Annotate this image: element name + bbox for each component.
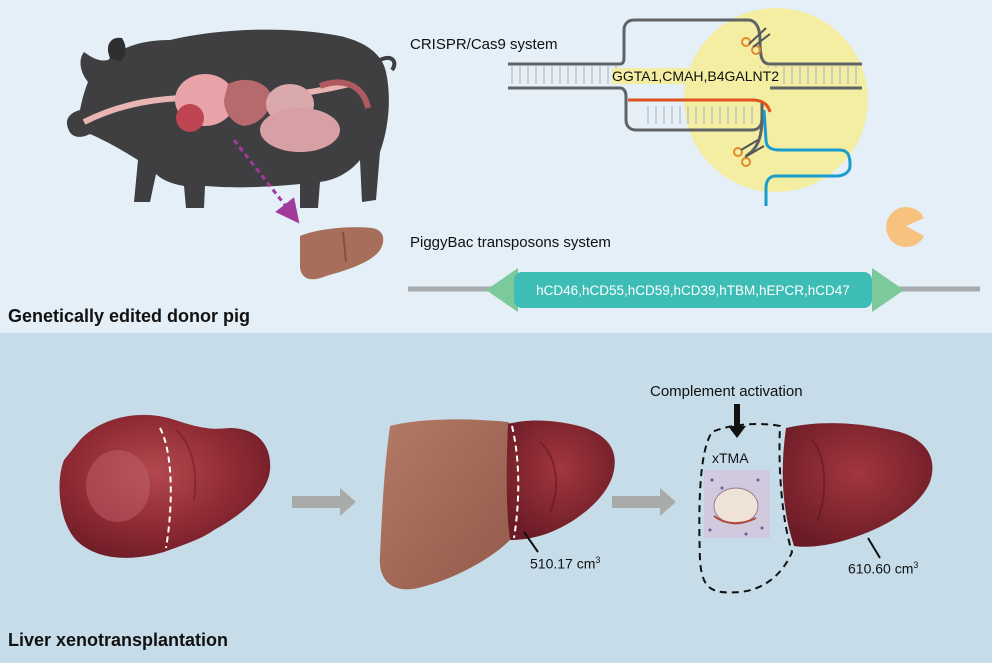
pig-body — [66, 29, 389, 209]
pig-tail — [379, 55, 397, 72]
complement-activation-label: Complement activation — [650, 383, 803, 400]
donor-liver-icon — [300, 227, 384, 280]
right-arrow-terminal — [872, 268, 904, 312]
pig-liver-organ — [224, 79, 271, 126]
knockout-genes-label: GGTA1,CMAH,B4GALNT2 — [612, 68, 780, 84]
piggybac-construct — [408, 268, 980, 312]
pig-heart — [176, 104, 204, 132]
dna-strand-bottom — [508, 86, 764, 132]
piggybac-label: PiggyBac transposons system — [410, 234, 611, 251]
bottom-section-title: Liver xenotransplantation — [8, 630, 229, 650]
volume-1-leader — [523, 531, 539, 553]
volume-2-label: 610.60 cm3 — [848, 560, 919, 577]
graft-liver — [379, 419, 615, 590]
graft-outline-dashed — [698, 423, 794, 594]
complement-down-arrow — [728, 404, 746, 438]
histology-image — [704, 470, 770, 538]
donor-liver-lobe-line — [342, 231, 347, 263]
dna-strand-top — [508, 18, 862, 66]
scissors-icon-bottom — [733, 139, 765, 167]
volume-1-label: 510.17 cm3 — [530, 555, 601, 572]
highlight-circle — [684, 8, 868, 192]
crispr-diagram — [508, 8, 868, 206]
process-arrow-1 — [292, 488, 356, 516]
native-liver — [59, 414, 271, 558]
harvest-arrow — [232, 139, 300, 224]
pig-illustration — [66, 29, 397, 209]
transposase-icon — [886, 206, 924, 247]
volume-2-leader — [867, 537, 881, 559]
donor-dna-strand — [762, 109, 852, 206]
top-section-title: Genetically edited donor pig — [8, 306, 251, 326]
crispr-label: CRISPR/Cas9 system — [410, 36, 558, 53]
pig-ear — [107, 37, 126, 62]
transgene-list: hCD46,hCD55,hCD59,hCD39,hTBM,hEPCR,hCD47 — [536, 282, 850, 298]
xtma-liver — [698, 404, 933, 594]
pig-intestine — [260, 108, 340, 152]
xtma-label: xTMA — [712, 450, 749, 466]
guide-rna — [628, 98, 772, 113]
transgene-bar — [514, 272, 872, 308]
scissors-icon-top — [741, 27, 771, 55]
process-arrow-2 — [612, 488, 676, 516]
pig-colon — [318, 79, 371, 109]
left-arrow-terminal — [486, 268, 518, 312]
